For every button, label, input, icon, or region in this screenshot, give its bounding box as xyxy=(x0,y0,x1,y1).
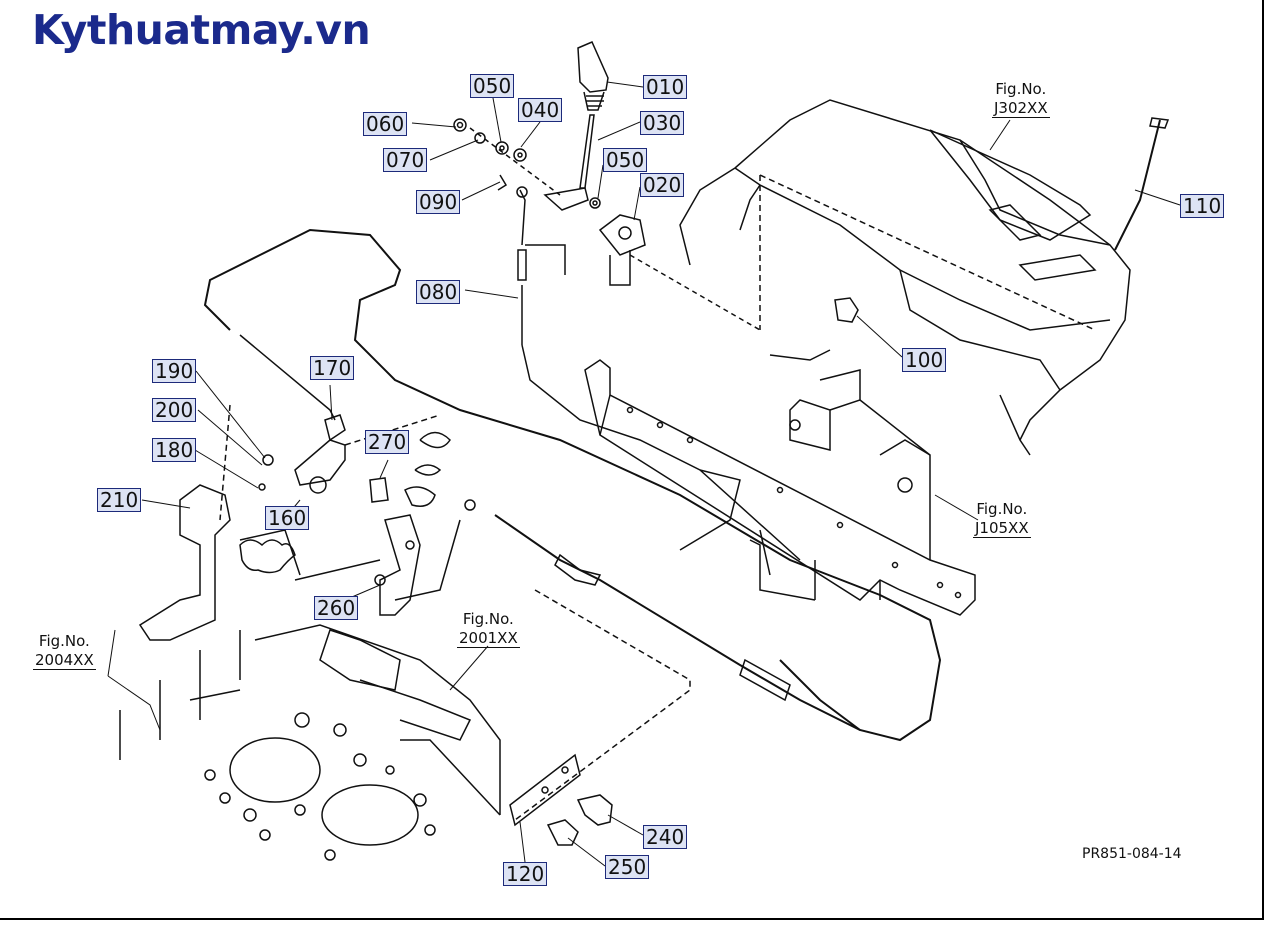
part-label-020[interactable]: 020 xyxy=(640,173,685,197)
figure-ref-j105xx[interactable]: Fig.No. J105XX xyxy=(973,500,1031,538)
hand-lever-assembly xyxy=(453,41,761,345)
throttle-cables xyxy=(203,117,1170,742)
part-label-270[interactable]: 270 xyxy=(365,430,410,454)
part-label-050-lower[interactable]: 050 xyxy=(603,148,648,172)
figure-ref-2004xx-code: 2004XX xyxy=(33,651,96,670)
part-label-080[interactable]: 080 xyxy=(416,280,461,304)
part-label-040[interactable]: 040 xyxy=(518,98,563,122)
dashboard-panel xyxy=(679,99,1131,456)
figure-ref-2001xx[interactable]: Fig.No. 2001XX xyxy=(457,610,520,648)
bolt-100 xyxy=(769,297,859,361)
figure-ref-2004xx[interactable]: Fig.No. 2004XX xyxy=(33,632,96,670)
part-label-170[interactable]: 170 xyxy=(310,356,355,380)
front-frame-bracket xyxy=(584,359,976,616)
exploded-parts-drawing xyxy=(107,41,1181,867)
part-label-210[interactable]: 210 xyxy=(97,488,142,512)
leader-lines xyxy=(107,81,1181,867)
figure-ref-2004xx-caption: Fig.No. xyxy=(38,632,90,650)
site-logo-text[interactable]: Kythuatmay.vn xyxy=(32,6,371,54)
figure-ref-j302xx[interactable]: Fig.No. J302XX xyxy=(992,80,1050,118)
figure-ref-2001xx-code: 2001XX xyxy=(457,629,520,648)
part-label-200[interactable]: 200 xyxy=(152,398,197,422)
part-label-010[interactable]: 010 xyxy=(643,75,688,99)
part-label-030[interactable]: 030 xyxy=(640,111,685,135)
part-label-120[interactable]: 120 xyxy=(503,862,548,886)
figure-ref-j302xx-caption: Fig.No. xyxy=(995,80,1047,98)
part-label-060[interactable]: 060 xyxy=(363,112,408,136)
part-label-070[interactable]: 070 xyxy=(383,148,428,172)
drawing-code: PR851-084-14 xyxy=(1082,846,1182,862)
part-label-110[interactable]: 110 xyxy=(1180,194,1225,218)
part-label-050-upper[interactable]: 050 xyxy=(470,74,515,98)
part-label-240[interactable]: 240 xyxy=(643,825,688,849)
figure-ref-j302xx-code: J302XX xyxy=(992,99,1050,118)
spring-and-bracket xyxy=(138,404,346,641)
part-label-250[interactable]: 250 xyxy=(605,855,650,879)
part-label-100[interactable]: 100 xyxy=(902,348,947,372)
cable-mounting-plate xyxy=(509,589,691,846)
engine-block xyxy=(119,624,501,861)
part-label-190[interactable]: 190 xyxy=(152,359,197,383)
part-label-180[interactable]: 180 xyxy=(152,438,197,462)
part-label-090[interactable]: 090 xyxy=(416,190,461,214)
part-label-260[interactable]: 260 xyxy=(314,596,359,620)
figure-ref-j105xx-caption: Fig.No. xyxy=(976,500,1028,518)
figure-ref-j105xx-code: J105XX xyxy=(973,519,1031,538)
part-label-160[interactable]: 160 xyxy=(265,506,310,530)
figure-ref-2001xx-caption: Fig.No. xyxy=(462,610,514,628)
lever-plate-and-bolts xyxy=(294,414,461,616)
